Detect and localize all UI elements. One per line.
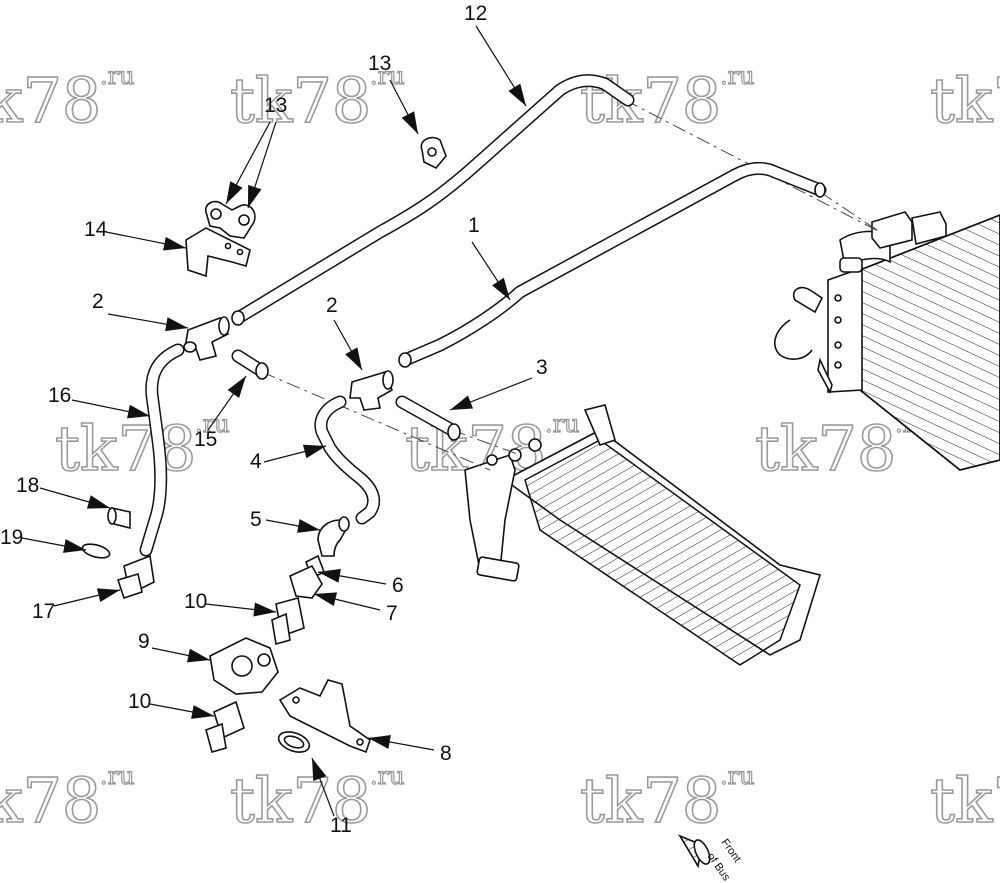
elbow-fitting-5	[317, 516, 350, 557]
fitting-10-upper	[271, 597, 305, 646]
pipe-1	[398, 161, 827, 368]
callout-number: 7	[386, 602, 398, 625]
washer-19	[81, 543, 111, 559]
callout-number: 14	[84, 218, 108, 241]
watermark-layer: tk78.rutk78.rutk78.rutk78.rutk78.rutk78.…	[0, 61, 1000, 837]
callout-number: 6	[392, 574, 404, 597]
callout-number: 11	[330, 814, 352, 837]
callout-arrowhead	[86, 495, 110, 509]
callout-number: 2	[92, 290, 104, 313]
callout-arrowhead	[226, 181, 243, 204]
callout-arrowhead	[165, 317, 188, 332]
fitting-6-7	[289, 554, 326, 599]
callout-arrowhead	[248, 184, 262, 208]
watermark-text: tk78	[55, 412, 196, 485]
watermark-suffix: .ru	[720, 62, 755, 90]
front-of-bus-indicator: Front of Bus	[678, 834, 743, 883]
watermark-text: tk78	[230, 764, 371, 837]
bracket-14	[185, 227, 251, 278]
bracket-8	[278, 679, 371, 754]
callout-number: 2	[326, 294, 338, 317]
callout-arrowhead	[187, 648, 210, 663]
tee-fitting-right	[349, 370, 394, 411]
watermark-suffix: .ru	[720, 762, 755, 790]
washer-11	[277, 731, 311, 753]
callout-arrowhead	[312, 758, 327, 782]
watermark-suffix: .ru	[545, 410, 580, 438]
pipe-12	[231, 74, 635, 326]
watermark-text: tk78	[755, 412, 896, 485]
heater-core-lower	[464, 404, 822, 666]
watermark-suffix: .ru	[370, 762, 405, 790]
fitting-17	[116, 554, 155, 600]
callout-arrowhead	[297, 519, 320, 533]
callout-arrowhead	[318, 568, 341, 583]
callout-number: 10	[184, 590, 207, 613]
callout-number: 12	[464, 2, 487, 25]
callout-number: 16	[48, 384, 71, 407]
callout-number: 5	[250, 508, 262, 531]
callout-number: 13	[264, 94, 287, 117]
callout-arrowhead	[345, 347, 362, 370]
callout-arrowhead	[253, 602, 276, 617]
fitting-10-lower	[205, 700, 245, 753]
watermark-text: tk78	[930, 64, 1000, 137]
callout-number: 17	[32, 600, 55, 623]
callout-arrowhead	[302, 444, 326, 459]
hose-3	[395, 395, 461, 441]
watermark-suffix: .ru	[100, 762, 135, 790]
callout-arrowhead	[96, 588, 120, 602]
watermark-text: tk78	[930, 764, 1000, 837]
callout-number: 13	[368, 52, 391, 75]
hose-15	[231, 349, 269, 380]
callout-arrowhead	[163, 236, 186, 251]
callout-number: 9	[138, 630, 150, 653]
callout-arrowhead	[314, 592, 338, 606]
callout-number: 3	[536, 356, 548, 379]
watermark-text: tk78	[230, 64, 371, 137]
callout-number: 15	[194, 428, 217, 451]
watermark-text: tk78	[580, 764, 721, 837]
plug-18	[107, 506, 131, 530]
callout-number: 4	[250, 450, 262, 473]
callout-number: 1	[468, 214, 480, 237]
watermark-text: tk78	[0, 764, 101, 837]
callout-leaders	[21, 25, 533, 817]
callout-arrowhead	[127, 404, 150, 419]
callout-arrowhead	[368, 735, 391, 749]
hose-16	[139, 343, 185, 557]
callout-arrowhead	[450, 395, 474, 410]
callout-arrowhead	[227, 376, 246, 399]
callout-arrowhead	[508, 83, 526, 106]
hose-4	[314, 395, 381, 525]
callout-arrowhead	[492, 277, 510, 300]
callout-number: 8	[440, 742, 452, 765]
watermark-text: tk78	[580, 64, 721, 137]
heater-core-right	[774, 211, 1000, 471]
watermark-suffix: .ru	[370, 62, 405, 90]
callout-number: 19	[0, 526, 23, 549]
callout-arrowhead	[191, 705, 214, 719]
callout-number: 18	[16, 474, 39, 497]
tee-fitting-left	[183, 316, 230, 361]
callout-arrowhead	[63, 539, 86, 553]
watermark-suffix: .ru	[100, 62, 135, 90]
callout-arrowhead	[401, 111, 418, 134]
clamps-13	[204, 136, 447, 239]
valve-9	[209, 637, 279, 695]
watermark-text: tk78	[0, 64, 101, 137]
callout-number: 10	[128, 690, 151, 713]
